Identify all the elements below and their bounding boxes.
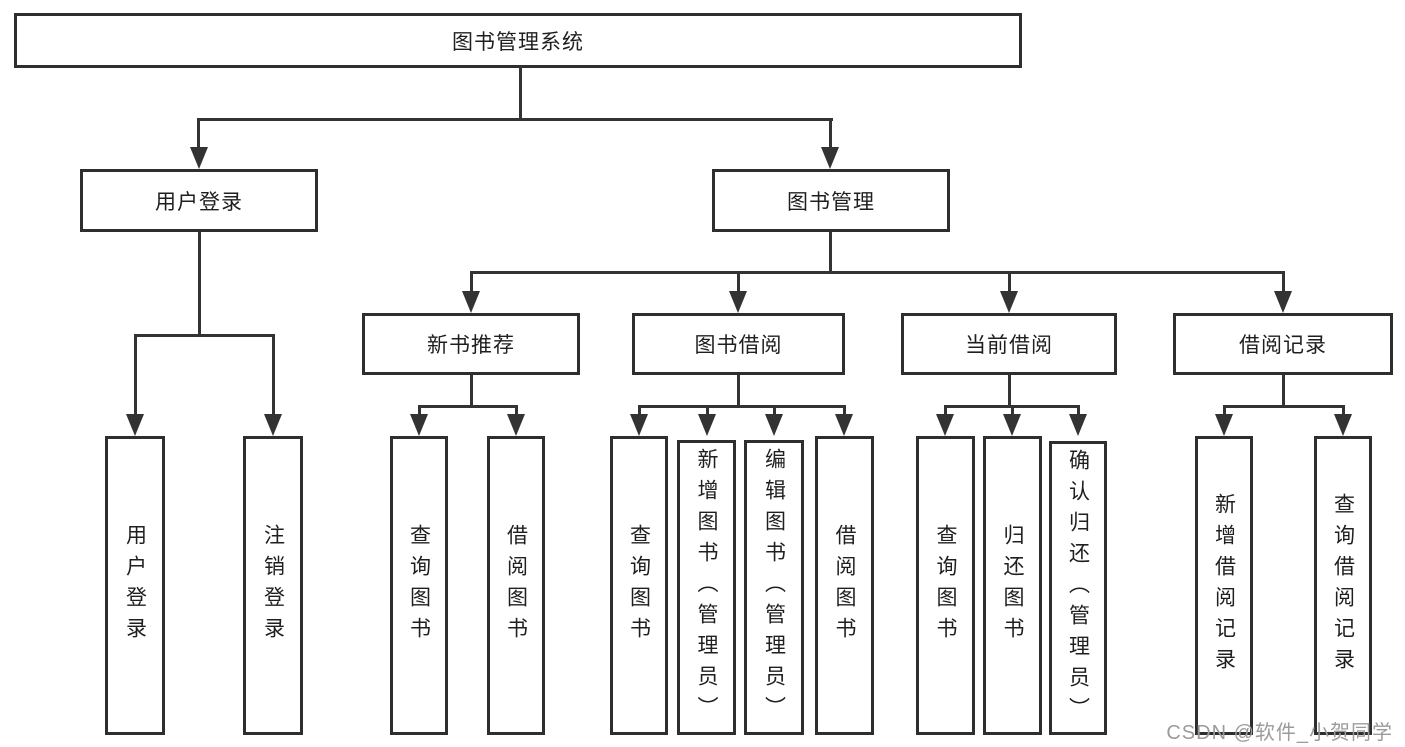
node-borrow-record-label: 借阅记录 (1239, 334, 1327, 357)
connector-line (1223, 405, 1345, 408)
connector-line (944, 405, 947, 417)
arrow-down-icon (1069, 414, 1087, 436)
node-borrow-record: 借阅记录 (1173, 313, 1393, 375)
connector-line (418, 405, 421, 417)
arrow-down-icon (835, 414, 853, 436)
connector-line (418, 405, 518, 408)
connector-line (470, 271, 1285, 274)
leaf-borrow-add-book-admin-label: 新增图书（管理员） (695, 448, 718, 727)
leaf-user-login: 用户登录 (105, 436, 165, 735)
leaf-recommend-borrow-book-label: 借阅图书 (504, 523, 528, 648)
node-book-management: 图书管理 (712, 169, 950, 232)
leaf-borrow-borrow-book-label: 借阅图书 (833, 523, 856, 648)
arrow-down-icon (462, 291, 480, 313)
connector-line (737, 375, 740, 407)
connector-line (1342, 405, 1345, 417)
arrow-down-icon (1334, 414, 1352, 436)
connector-line (843, 405, 846, 417)
connector-line (829, 118, 832, 150)
connector-line (638, 405, 641, 417)
arrow-down-icon (1274, 291, 1292, 313)
connector-line (197, 118, 200, 150)
arrow-down-icon (765, 414, 783, 436)
leaf-logout-login-label: 注销登录 (261, 523, 285, 648)
leaf-recommend-borrow-book: 借阅图书 (487, 436, 545, 735)
connector-line (198, 232, 201, 336)
arrow-down-icon (507, 414, 525, 436)
arrow-down-icon (410, 414, 428, 436)
arrow-down-icon (1215, 414, 1233, 436)
leaf-recommend-query-book: 查询图书 (390, 436, 448, 735)
csdn-watermark: CSDN @软件_小贺同学 (1166, 722, 1393, 744)
leaf-current-return-book-label: 归还图书 (1001, 523, 1024, 648)
leaf-borrow-query-book-label: 查询图书 (627, 523, 651, 648)
node-user-login-label: 用户登录 (155, 190, 243, 214)
connector-line (134, 334, 137, 418)
connector-line (1282, 271, 1285, 295)
connector-line (638, 405, 846, 408)
leaf-borrow-edit-book-admin: 编辑图书（管理员） (744, 440, 804, 735)
leaf-current-query-book-label: 查询图书 (934, 523, 957, 648)
connector-line (515, 405, 518, 417)
leaf-record-add-borrow-record-label: 新增借阅记录 (1212, 492, 1236, 679)
node-book-borrow-label: 图书借阅 (694, 334, 783, 357)
connector-line (1223, 405, 1226, 417)
node-new-book-recommend: 新书推荐 (362, 313, 580, 375)
leaf-borrow-query-book: 查询图书 (610, 436, 668, 735)
connector-line (1077, 405, 1080, 417)
node-user-login: 用户登录 (80, 169, 318, 232)
node-current-borrow-label: 当前借阅 (965, 334, 1053, 357)
connector-line (706, 405, 709, 417)
connector-line (1011, 405, 1014, 417)
arrow-down-icon (821, 147, 839, 169)
leaf-borrow-edit-book-admin-label: 编辑图书（管理员） (762, 448, 786, 727)
connector-line (470, 271, 473, 295)
leaf-record-add-borrow-record: 新增借阅记录 (1195, 436, 1253, 735)
node-book-borrow: 图书借阅 (632, 313, 845, 375)
leaf-borrow-add-book-admin: 新增图书（管理员） (677, 440, 736, 735)
arrow-down-icon (729, 291, 747, 313)
node-current-borrow: 当前借阅 (901, 313, 1117, 375)
arrow-down-icon (698, 414, 716, 436)
connector-line (519, 66, 522, 120)
leaf-record-query-borrow-record: 查询借阅记录 (1314, 436, 1372, 735)
connector-line (773, 405, 776, 417)
connector-line (1282, 375, 1285, 407)
arrow-down-icon (936, 414, 954, 436)
leaf-current-confirm-return-admin: 确认归还（管理员） (1049, 441, 1107, 735)
arrow-down-icon (1000, 291, 1018, 313)
connector-line (272, 334, 275, 418)
node-new-book-recommend-label: 新书推荐 (427, 334, 515, 357)
connector-line (134, 334, 275, 337)
arrow-down-icon (630, 414, 648, 436)
leaf-current-confirm-return-admin-label: 确认归还（管理员） (1066, 448, 1090, 728)
connector-line (197, 118, 833, 121)
arrow-down-icon (264, 414, 282, 436)
connector-line (470, 375, 473, 407)
leaf-user-login-label: 用户登录 (123, 523, 147, 648)
leaf-record-query-borrow-record-label: 查询借阅记录 (1331, 492, 1355, 679)
leaf-borrow-borrow-book: 借阅图书 (815, 436, 874, 735)
leaf-logout-login: 注销登录 (243, 436, 303, 735)
leaf-recommend-query-book-label: 查询图书 (407, 523, 431, 648)
leaf-current-return-book: 归还图书 (983, 436, 1042, 735)
node-root-label: 图书管理系统 (452, 30, 584, 54)
arrow-down-icon (190, 147, 208, 169)
arrow-down-icon (126, 414, 144, 436)
connector-line (737, 271, 740, 295)
connector-line (1008, 375, 1011, 407)
connector-line (829, 232, 832, 273)
connector-line (1008, 271, 1011, 295)
leaf-current-query-book: 查询图书 (916, 436, 975, 735)
node-book-management-label: 图书管理 (787, 190, 875, 214)
arrow-down-icon (1003, 414, 1021, 436)
node-root: 图书管理系统 (14, 13, 1022, 68)
